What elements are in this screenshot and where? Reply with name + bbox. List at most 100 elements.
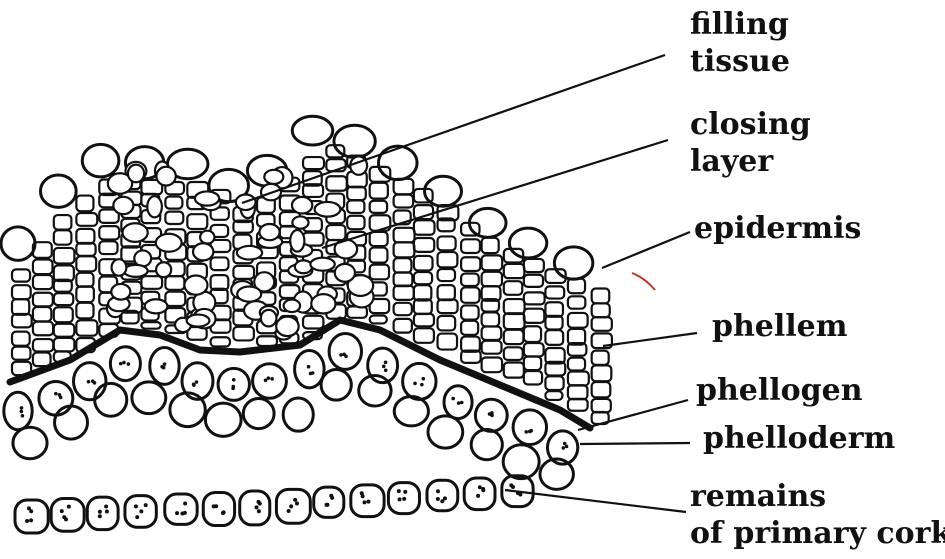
- phellem-cell: [76, 196, 93, 212]
- primary-cork-cell-dot: [402, 497, 406, 501]
- phellem-cell: [524, 371, 542, 384]
- phellem-cell: [592, 399, 611, 412]
- phellem-cell: [370, 315, 387, 323]
- phellem-cell: [568, 313, 588, 328]
- phellem-cell: [504, 264, 525, 278]
- primary-cork-cell-dot: [144, 503, 148, 507]
- phellem-cell: [76, 320, 97, 335]
- label-phelloderm: phelloderm: [703, 420, 895, 457]
- primary-cork-cell-dot: [330, 496, 334, 500]
- primary-cork-cell-dot: [403, 490, 407, 494]
- phellem-cell: [347, 187, 366, 200]
- label-filling-tissue-line1: filling: [690, 6, 790, 43]
- phellem-cell: [524, 343, 544, 356]
- phellem-cell: [482, 312, 499, 326]
- primary-cork-cell-dot: [64, 517, 68, 521]
- filling-tissue-cell: [259, 224, 279, 240]
- phelloderm-cell-dot: [93, 381, 97, 385]
- phellem-cell: [12, 332, 30, 346]
- primary-cork-cell-dot: [295, 501, 299, 505]
- filling-tissue-cell: [156, 234, 182, 252]
- phellem-cell: [370, 183, 388, 199]
- phellem-cell: [33, 339, 53, 351]
- filling-tissue-cell: [200, 231, 214, 244]
- phellem-cell: [524, 326, 541, 342]
- phelloderm-cell-dot: [420, 383, 424, 387]
- phelloderm-cell: [95, 383, 127, 416]
- phellem-cell: [303, 316, 323, 329]
- primary-cork-cell-dot: [398, 497, 402, 501]
- phellem-cell: [54, 324, 75, 337]
- phellem-cell: [394, 258, 412, 272]
- filling-tissue-cell: [156, 167, 175, 186]
- filling-tissue-cell: [290, 230, 304, 252]
- phellem-cell: [54, 248, 75, 264]
- phellem-cell: [12, 347, 30, 360]
- phelloderm-cell: [110, 347, 140, 381]
- primary-cork-cell: [51, 499, 84, 532]
- phellem-cell: [76, 256, 96, 271]
- phellem-cell: [482, 272, 502, 287]
- phelloderm-cell-dot: [264, 379, 268, 383]
- primary-cork-cell-dot: [25, 519, 29, 523]
- phellem-cell: [326, 176, 346, 191]
- label-remains-line2: of primary cork: [690, 515, 945, 552]
- filling-tissue-cell: [187, 315, 210, 327]
- phellem-cell: [568, 399, 588, 411]
- phellem-cell: [524, 292, 545, 304]
- primary-cork-cell: [464, 478, 495, 510]
- epidermis-cell: [1, 227, 35, 261]
- phellem-cell: [33, 352, 51, 366]
- primary-cork-cell-dot: [257, 509, 261, 513]
- phellem-cell: [33, 293, 53, 307]
- phelloderm-cell-dot: [192, 383, 196, 387]
- leader-filling-tissue: [242, 55, 665, 203]
- primary-cork-cell-dot: [361, 494, 365, 498]
- phellem-cell: [141, 322, 160, 329]
- phelloderm-cell-dot: [231, 385, 235, 389]
- phelloderm-cell-dot: [421, 377, 425, 381]
- phelloderm-cell-dot: [20, 410, 24, 414]
- phellem-cell: [76, 286, 94, 302]
- phellem-cell: [165, 212, 183, 224]
- phellem-cell: [233, 266, 254, 279]
- phellem-cell: [592, 351, 609, 365]
- red-fibre-mark: [632, 273, 655, 290]
- tissue-cells: [1, 116, 655, 533]
- phelloderm-cell-dot: [163, 362, 167, 366]
- phellem-cell: [461, 305, 479, 319]
- phellem-cell: [482, 238, 499, 253]
- phelloderm-cell-dot: [344, 354, 348, 358]
- phelloderm-cell-dot: [87, 380, 91, 384]
- phellem-cell: [347, 216, 364, 230]
- phelloderm-cell-dot: [451, 397, 455, 401]
- phellem-cell: [461, 287, 479, 302]
- phellem-cell: [347, 200, 364, 213]
- primary-cork-cell-dot: [436, 497, 440, 501]
- phellem-cell: [545, 391, 562, 400]
- primary-cork-cell-dot: [29, 518, 33, 522]
- phelloderm-cell-dot: [195, 380, 199, 384]
- filling-tissue-cell: [113, 197, 133, 214]
- filling-tissue-cell: [184, 275, 207, 294]
- phelloderm-cell-dot: [529, 429, 533, 433]
- phellem-cell: [568, 371, 589, 385]
- epidermis-cell: [554, 247, 592, 279]
- phelloderm-cell: [4, 392, 32, 429]
- phelloderm-cell: [513, 410, 546, 445]
- phelloderm-cell: [55, 406, 88, 439]
- phellem-cell: [592, 289, 610, 304]
- filling-tissue-cell: [284, 300, 300, 313]
- phellem-cell: [414, 314, 434, 327]
- phellem-cell: [33, 260, 53, 275]
- phellem-cell: [54, 230, 72, 244]
- label-remains-line1: remains: [690, 478, 945, 515]
- phellem-cell: [12, 299, 29, 315]
- phellem-cell: [394, 319, 412, 333]
- leader-phellogen: [578, 400, 688, 430]
- primary-cork-cell-dot: [212, 504, 216, 508]
- label-closing-layer: closing layer: [690, 106, 811, 180]
- label-filling-tissue: filling tissue: [690, 6, 790, 80]
- primary-cork-cell: [427, 480, 458, 510]
- phelloderm-cell: [471, 430, 502, 460]
